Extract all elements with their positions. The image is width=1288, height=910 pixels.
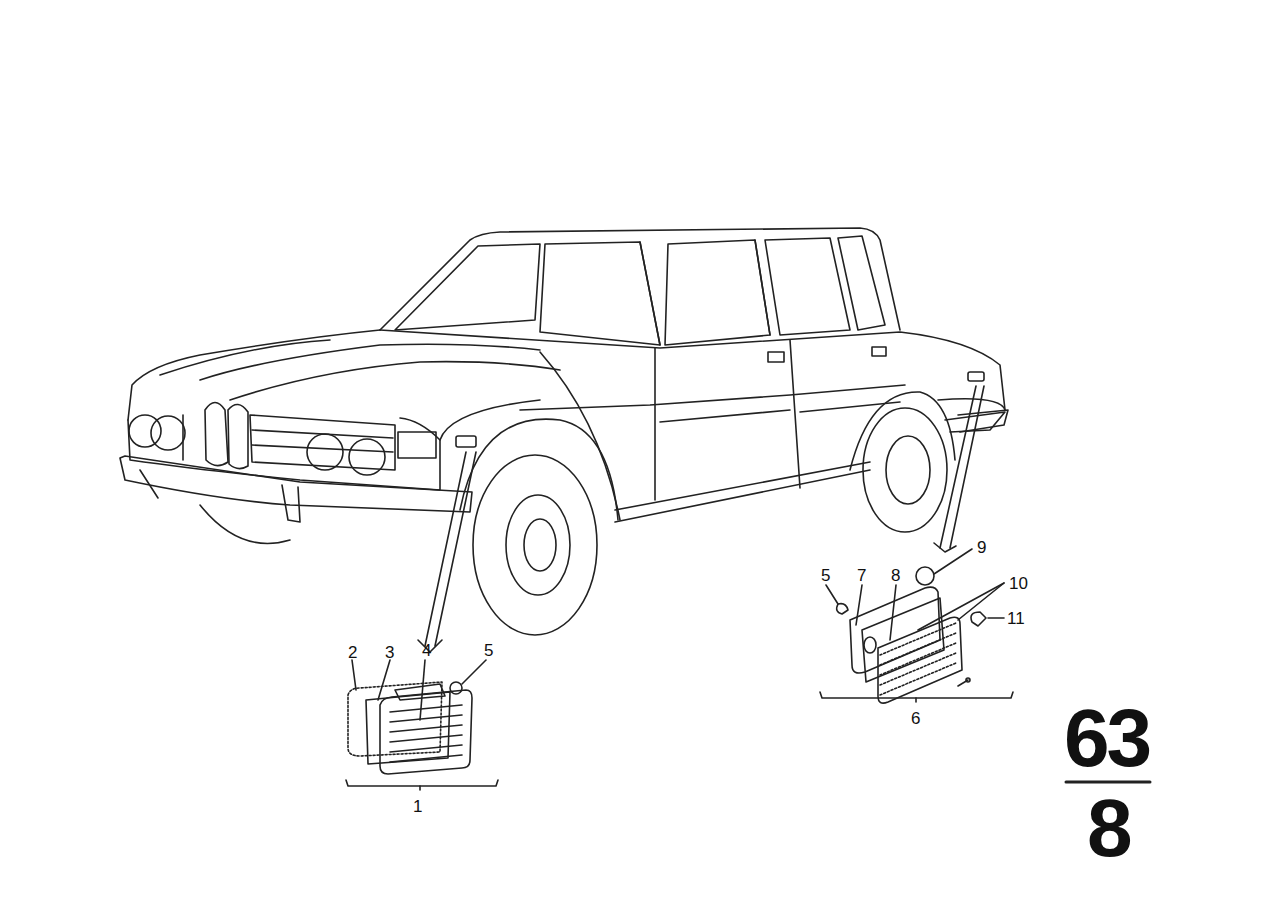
callout-number: 5 — [484, 642, 493, 659]
callout-number: 2 — [348, 644, 357, 661]
callout-number: 10 — [1009, 575, 1028, 592]
callout-number: 5 — [821, 567, 830, 584]
page-number: 8 — [1087, 787, 1130, 869]
page-number: 63 — [1064, 697, 1149, 779]
callout-number: 1 — [413, 798, 422, 815]
callout-number: 3 — [385, 644, 394, 661]
callout-number: 11 — [1007, 610, 1025, 627]
callout-number: 8 — [891, 567, 900, 584]
callout-number: 6 — [911, 710, 920, 727]
callout-number: 7 — [857, 567, 866, 584]
callout-number: 4 — [422, 642, 431, 659]
callout-number: 9 — [977, 539, 986, 556]
